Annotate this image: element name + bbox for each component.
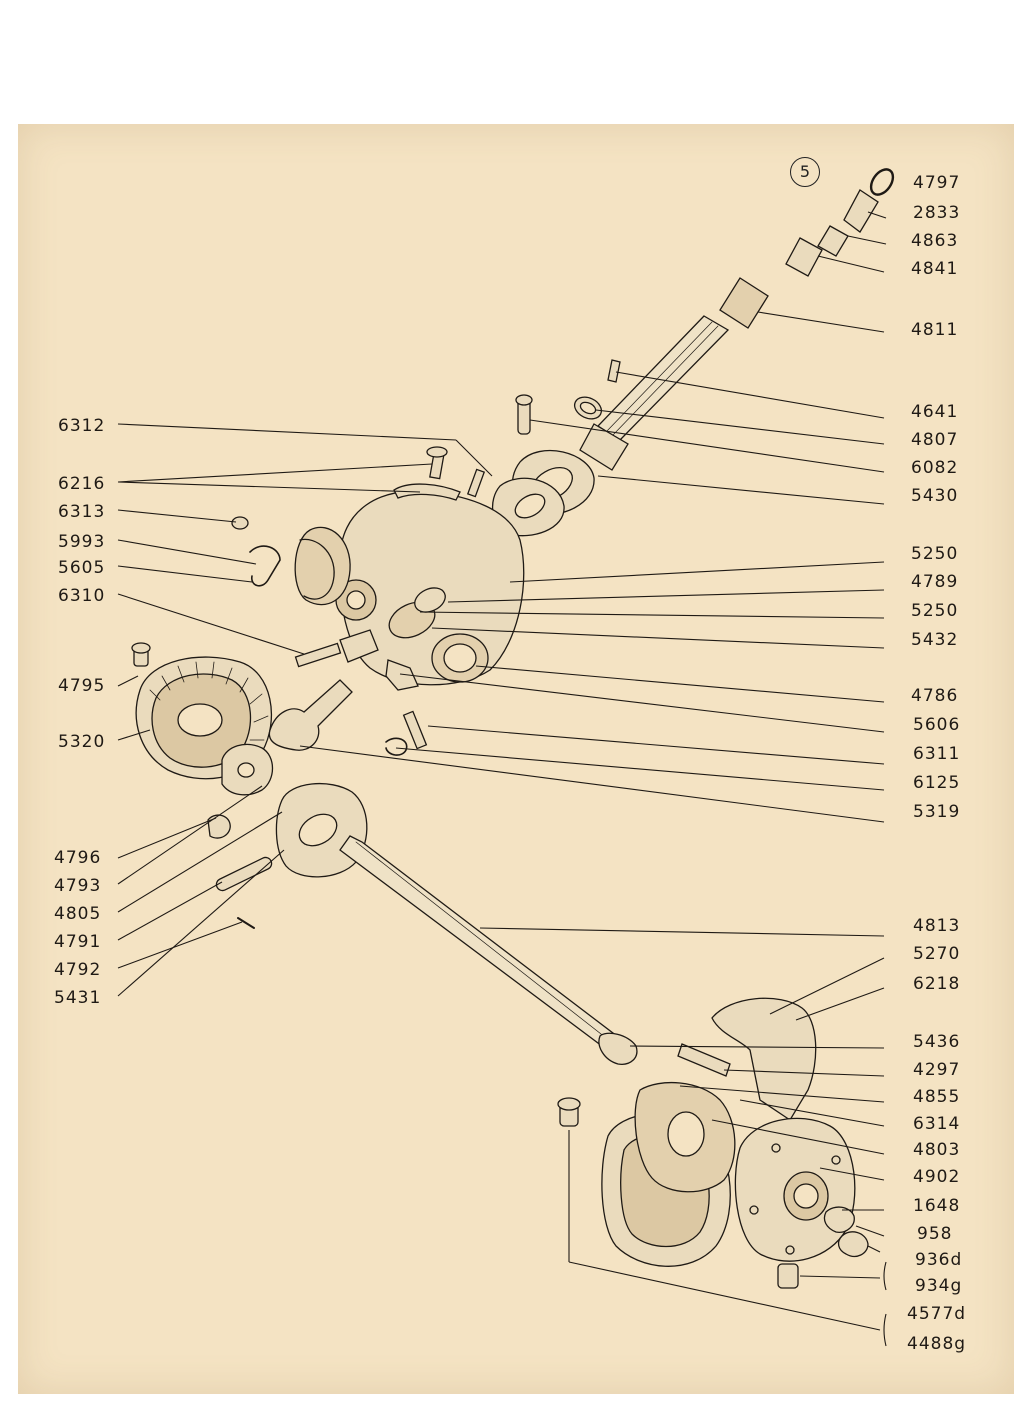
part-label: 4811: [911, 320, 959, 340]
part-label: 5319: [913, 802, 961, 822]
part-label: 936d: [915, 1250, 963, 1270]
part-label: 1648: [913, 1196, 961, 1216]
part-label: 5270: [913, 944, 961, 964]
part-label: 5606: [913, 715, 961, 735]
part-label: 6313: [58, 502, 106, 522]
hub-and-brake-assembly: [557, 997, 869, 1289]
differential-cage-and-axle: [215, 782, 638, 1065]
leader-lines: [117, 211, 887, 1347]
part-label: 6312: [58, 416, 106, 436]
part-label: 4641: [911, 402, 959, 422]
part-label: 6314: [913, 1114, 961, 1134]
part-label: 6218: [913, 974, 961, 994]
part-label: 4841: [911, 259, 959, 279]
part-label: 4855: [913, 1087, 961, 1107]
part-label: 6125: [913, 773, 961, 793]
part-label: 4902: [913, 1167, 961, 1187]
part-label: 6082: [911, 458, 959, 478]
part-label: 5993: [58, 532, 106, 552]
part-label: 5436: [913, 1032, 961, 1052]
part-label: 6311: [913, 744, 961, 764]
part-label: 4789: [911, 572, 959, 592]
part-label: 4793: [54, 876, 102, 896]
part-label: 4807: [911, 430, 959, 450]
part-label: 5320: [58, 732, 106, 752]
part-label: 4786: [911, 686, 959, 706]
part-label: 934g: [915, 1276, 963, 1296]
part-label: 4863: [911, 231, 959, 251]
part-label: 5605: [58, 558, 106, 578]
part-label: 958: [917, 1224, 953, 1244]
page-number-circle: 5: [790, 157, 820, 187]
part-label: 4297: [913, 1060, 961, 1080]
part-label: 4803: [913, 1140, 961, 1160]
part-label: 4792: [54, 960, 102, 980]
part-label: 5250: [911, 544, 959, 564]
part-label: 6216: [58, 474, 106, 494]
part-label: 4577d: [907, 1304, 967, 1324]
upper-shaft-assembly: [491, 168, 895, 537]
part-label: 4795: [58, 676, 106, 696]
part-label: 4813: [913, 916, 961, 936]
part-label: 6310: [58, 586, 106, 606]
part-label: 5430: [911, 486, 959, 506]
part-label: 4805: [54, 904, 102, 924]
part-label: 4797: [913, 173, 961, 193]
part-label: 4791: [54, 932, 102, 952]
part-label: 4796: [54, 848, 102, 868]
crown-wheel-and-pinion: [131, 629, 379, 839]
differential-carrier: [231, 446, 525, 756]
part-label: 5250: [911, 601, 959, 621]
part-label: 5431: [54, 988, 102, 1008]
part-label: 5432: [911, 630, 959, 650]
part-label: 2833: [913, 203, 961, 223]
part-label: 4488g: [907, 1334, 967, 1354]
